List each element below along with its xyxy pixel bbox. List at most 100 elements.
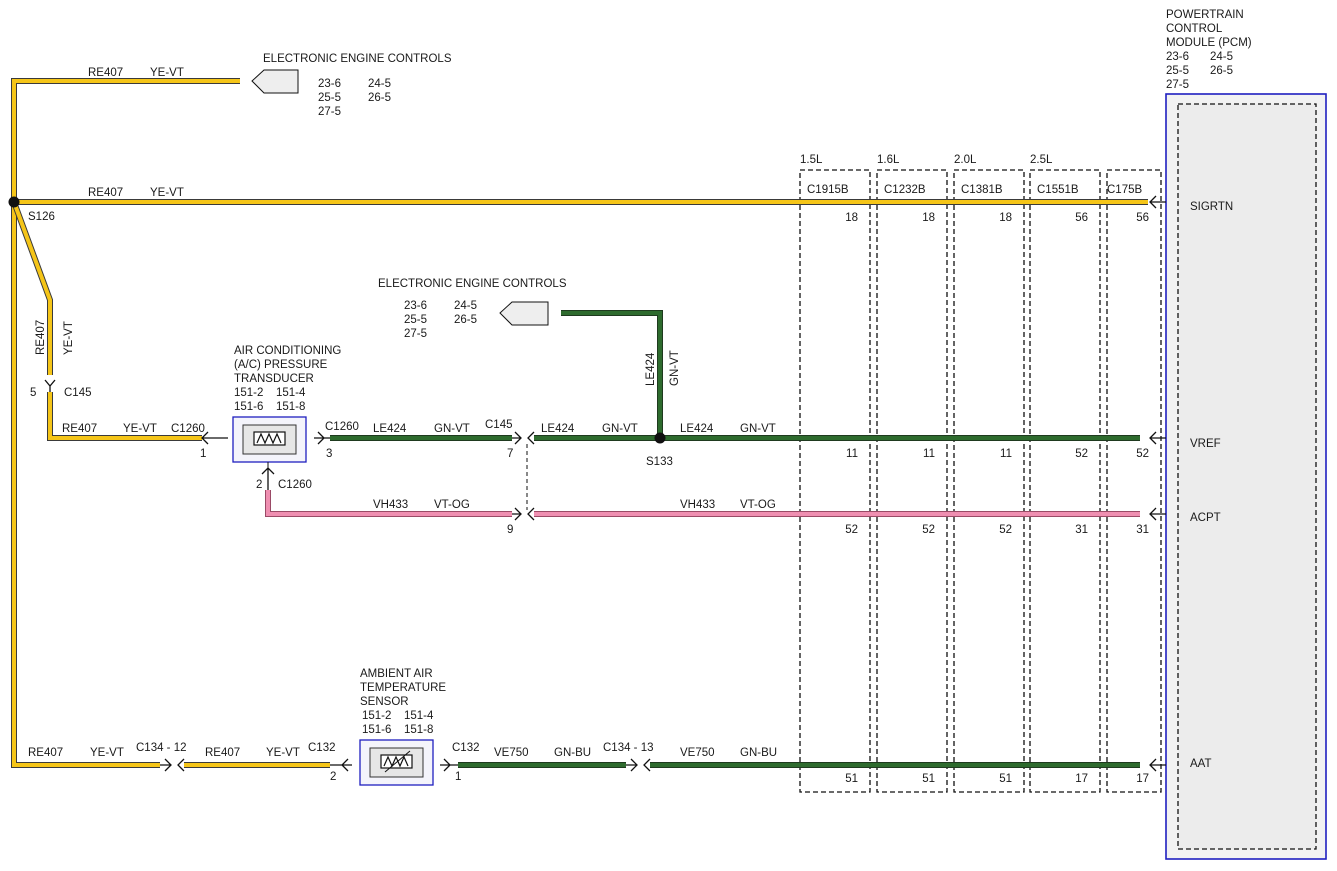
pin-sigrtn-5: 56 (1136, 212, 1149, 224)
pcm-ref-5: 27-5 (1166, 79, 1189, 91)
green-wires (330, 310, 1140, 768)
c132-right-pin: 1 (455, 771, 461, 783)
eec-mid-ref-4: 26-5 (454, 314, 477, 326)
wire-aat-b-color: YE-VT (266, 747, 300, 759)
wire-top-circuit: RE407 (88, 67, 123, 79)
aat-ref-2: 151-4 (404, 710, 434, 722)
ac-ref-3: 151-6 (234, 401, 263, 413)
aat-ref-4: 151-8 (404, 724, 433, 736)
eec-top-title: ELECTRONIC ENGINE CONTROLS (263, 53, 452, 65)
ac-title-1: AIR CONDITIONING (234, 345, 341, 357)
wire-vh433-a-color: VT-OG (434, 499, 470, 511)
c145-mid-top-right (527, 431, 535, 445)
wire-c1260-color: YE-VT (123, 423, 157, 435)
splice-s133-label: S133 (646, 456, 673, 468)
aat-ref-3: 151-6 (362, 724, 391, 736)
variant-2-0l: 2.0L (954, 154, 977, 166)
connector-box-c175b (1106, 169, 1162, 793)
wire-vertical-circuit: RE407 (35, 320, 47, 355)
ac-ref-4: 151-8 (276, 401, 305, 413)
pin-numbers: 18 18 18 56 56 11 11 11 52 52 52 52 52 3… (845, 212, 1149, 785)
c1260-right-label: C1260 (325, 421, 359, 433)
pin-acpt-2: 52 (922, 524, 935, 536)
eec-mid: ELECTRONIC ENGINE CONTROLS 23-6 24-5 25-… (378, 278, 567, 340)
yellow-wires (11, 78, 1148, 768)
connector-symbols (44, 195, 1166, 772)
c1260-right-symbol (314, 431, 330, 445)
pcm-ref-1: 23-6 (1166, 51, 1189, 63)
pin-acpt-1: 52 (845, 524, 858, 536)
c134-13-label: C134 - 13 (603, 742, 654, 754)
c132-right-symbol (440, 758, 458, 772)
pcm-acpt-symbol (1149, 507, 1166, 521)
aat-ref-1: 151-2 (362, 710, 391, 722)
pin-acpt-4: 31 (1075, 524, 1088, 536)
pcm-title-1: POWERTRAIN (1166, 9, 1244, 21)
connector-c175b: C175B (1107, 184, 1142, 196)
wire-aat-a-circuit: RE407 (28, 747, 63, 759)
connector-box-c1915b (799, 169, 871, 793)
c132-left-symbol (330, 758, 352, 772)
wire-ve750-a-circuit: VE750 (494, 747, 529, 759)
wire-sigrtn-circuit: RE407 (88, 187, 123, 199)
wire-ve750-b-color: GN-BU (740, 747, 777, 759)
pin-sigrtn-3: 18 (999, 212, 1012, 224)
c134-13-right (643, 758, 651, 772)
c1260-left-pin: 1 (200, 448, 206, 460)
eec-top-ref-4: 26-5 (368, 92, 391, 104)
pin-aat-1: 51 (845, 773, 858, 785)
pin-aat-2: 51 (922, 773, 935, 785)
c1260-left-symbol (201, 431, 228, 445)
eec-top-connector (251, 69, 299, 94)
wire-vertical-color: YE-VT (63, 321, 75, 355)
wire-le424-b-circuit: LE424 (541, 423, 575, 435)
splice-s126 (8, 196, 20, 208)
ac-ref-2: 151-4 (276, 387, 306, 399)
pink-wire (265, 490, 1140, 517)
pin-sigrtn-1: 18 (845, 212, 858, 224)
eec-top-ref-2: 24-5 (368, 78, 391, 90)
eec-mid-connector (499, 301, 549, 326)
c145-left-pin: 5 (30, 387, 36, 399)
wire-aat-a-color: YE-VT (90, 747, 124, 759)
wire-c1260-circuit: RE407 (62, 423, 97, 435)
ambient-air-temperature-sensor: AMBIENT AIR TEMPERATURE SENSOR 151-2 151… (359, 668, 446, 786)
pcm-vref-symbol (1149, 431, 1166, 445)
wire-le424-eec-color: GN-VT (669, 350, 681, 386)
pin-vref-2: 11 (923, 448, 935, 460)
pcm-ref-3: 25-5 (1166, 65, 1189, 77)
wire-le424-b-color: GN-VT (602, 423, 638, 435)
eec-mid-ref-5: 27-5 (404, 328, 427, 340)
c134-12-right (177, 758, 185, 772)
c132-left-label: C132 (308, 742, 336, 754)
pin-vref-5: 52 (1136, 448, 1149, 460)
c134-12-left (160, 758, 172, 772)
c1260-bottom-pin: 2 (256, 479, 262, 491)
eec-mid-ref-1: 23-6 (404, 300, 427, 312)
eec-top-ref-5: 27-5 (318, 106, 341, 118)
pcm-title-3: MODULE (PCM) (1166, 37, 1252, 49)
c132-left-pin: 2 (330, 771, 336, 783)
connector-c1381b: C1381B (961, 184, 1003, 196)
aat-title-1: AMBIENT AIR (360, 668, 433, 680)
wire-le424-a-circuit: LE424 (373, 423, 407, 435)
pcm-aat-symbol (1149, 758, 1166, 772)
eec-mid-ref-2: 24-5 (454, 300, 477, 312)
pcm-module: POWERTRAIN CONTROL MODULE (PCM) 23-6 24-… (1165, 9, 1327, 860)
aat-title-2: TEMPERATURE (360, 682, 446, 694)
wire-aat-b-circuit: RE407 (205, 747, 240, 759)
connector-box-c1232b (876, 169, 948, 793)
pin-vref-3: 11 (1000, 448, 1012, 460)
wire-le424-c-circuit: LE424 (680, 423, 714, 435)
c145-mid-top-left (512, 431, 522, 445)
wire-vh433-b-color: VT-OG (740, 499, 776, 511)
wire-le424-eec-circuit: LE424 (645, 352, 657, 386)
pcm-pin-acpt: ACPT (1190, 512, 1221, 524)
ac-title-3: TRANSDUCER (234, 373, 314, 385)
pcm-title-2: CONTROL (1166, 23, 1223, 35)
c1260-right-pin: 3 (326, 448, 332, 460)
variant-1-6l: 1.6L (877, 154, 900, 166)
pin-acpt-5: 31 (1136, 524, 1149, 536)
wire-ve750-a-color: GN-BU (554, 747, 591, 759)
